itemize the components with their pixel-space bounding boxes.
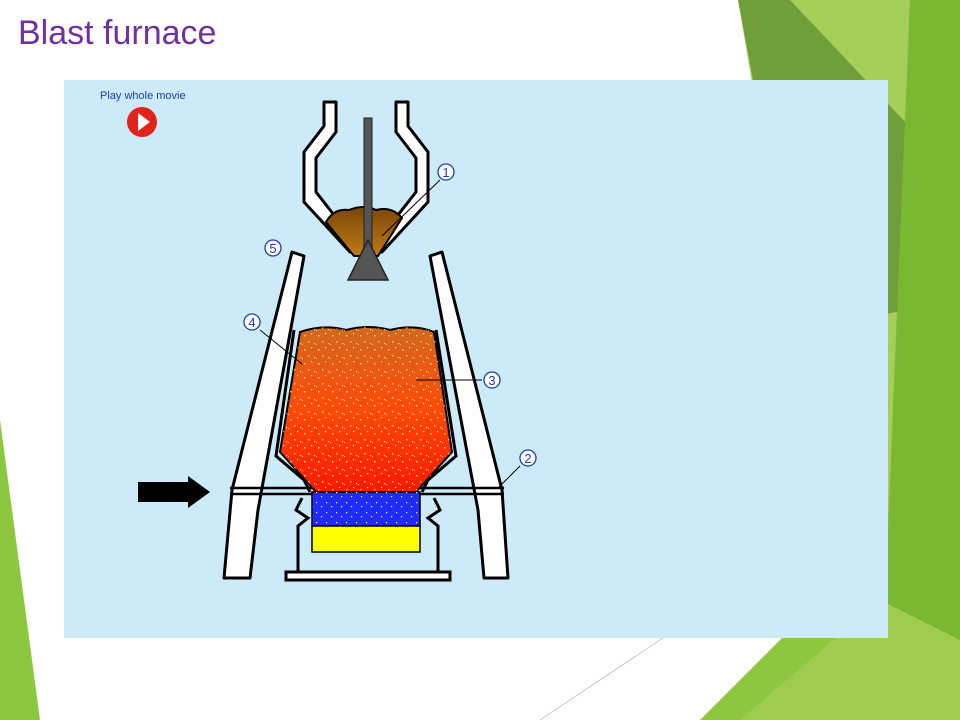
hearth-floor: [284, 570, 452, 582]
furnace-wall-right: [428, 250, 510, 580]
svg-text:3: 3: [488, 373, 495, 388]
callout-1: 1: [437, 163, 455, 181]
furnace-wall-left: [222, 250, 306, 580]
slide-title: Blast furnace: [18, 14, 217, 52]
bell-cone: [346, 238, 390, 281]
callout-4-line: [259, 329, 303, 365]
slag-layer: [311, 525, 421, 553]
callout-4: 4: [243, 313, 261, 331]
svg-text:5: 5: [269, 241, 276, 256]
callout-2-line: [497, 465, 521, 489]
deco-right-mid: [880, 0, 960, 720]
deco-bottom-fade: [740, 600, 960, 720]
hot-air-arrow: [138, 476, 210, 508]
callout-3: 3: [483, 371, 501, 389]
movie-panel: 1 2 3 4 5 Play whole movie: [64, 80, 888, 638]
svg-text:2: 2: [524, 451, 531, 466]
blast-furnace-diagram: 1 2 3 4 5: [138, 100, 537, 582]
callout-2: 2: [519, 449, 537, 467]
molten-iron-sparks: [312, 492, 420, 526]
burden-sparks: [280, 327, 452, 492]
play-movie-button[interactable]: [126, 106, 158, 138]
furnace-lining: [274, 329, 458, 493]
callout-1-line: [381, 179, 441, 237]
svg-text:1: 1: [442, 165, 449, 180]
tuyere-pipes: [230, 486, 504, 496]
play-icon: [127, 107, 157, 137]
svg-text:4: 4: [248, 315, 255, 330]
deco-left-sliver: [0, 420, 40, 720]
play-movie-label: Play whole movie: [100, 90, 186, 102]
callout-5: 5: [264, 239, 282, 257]
